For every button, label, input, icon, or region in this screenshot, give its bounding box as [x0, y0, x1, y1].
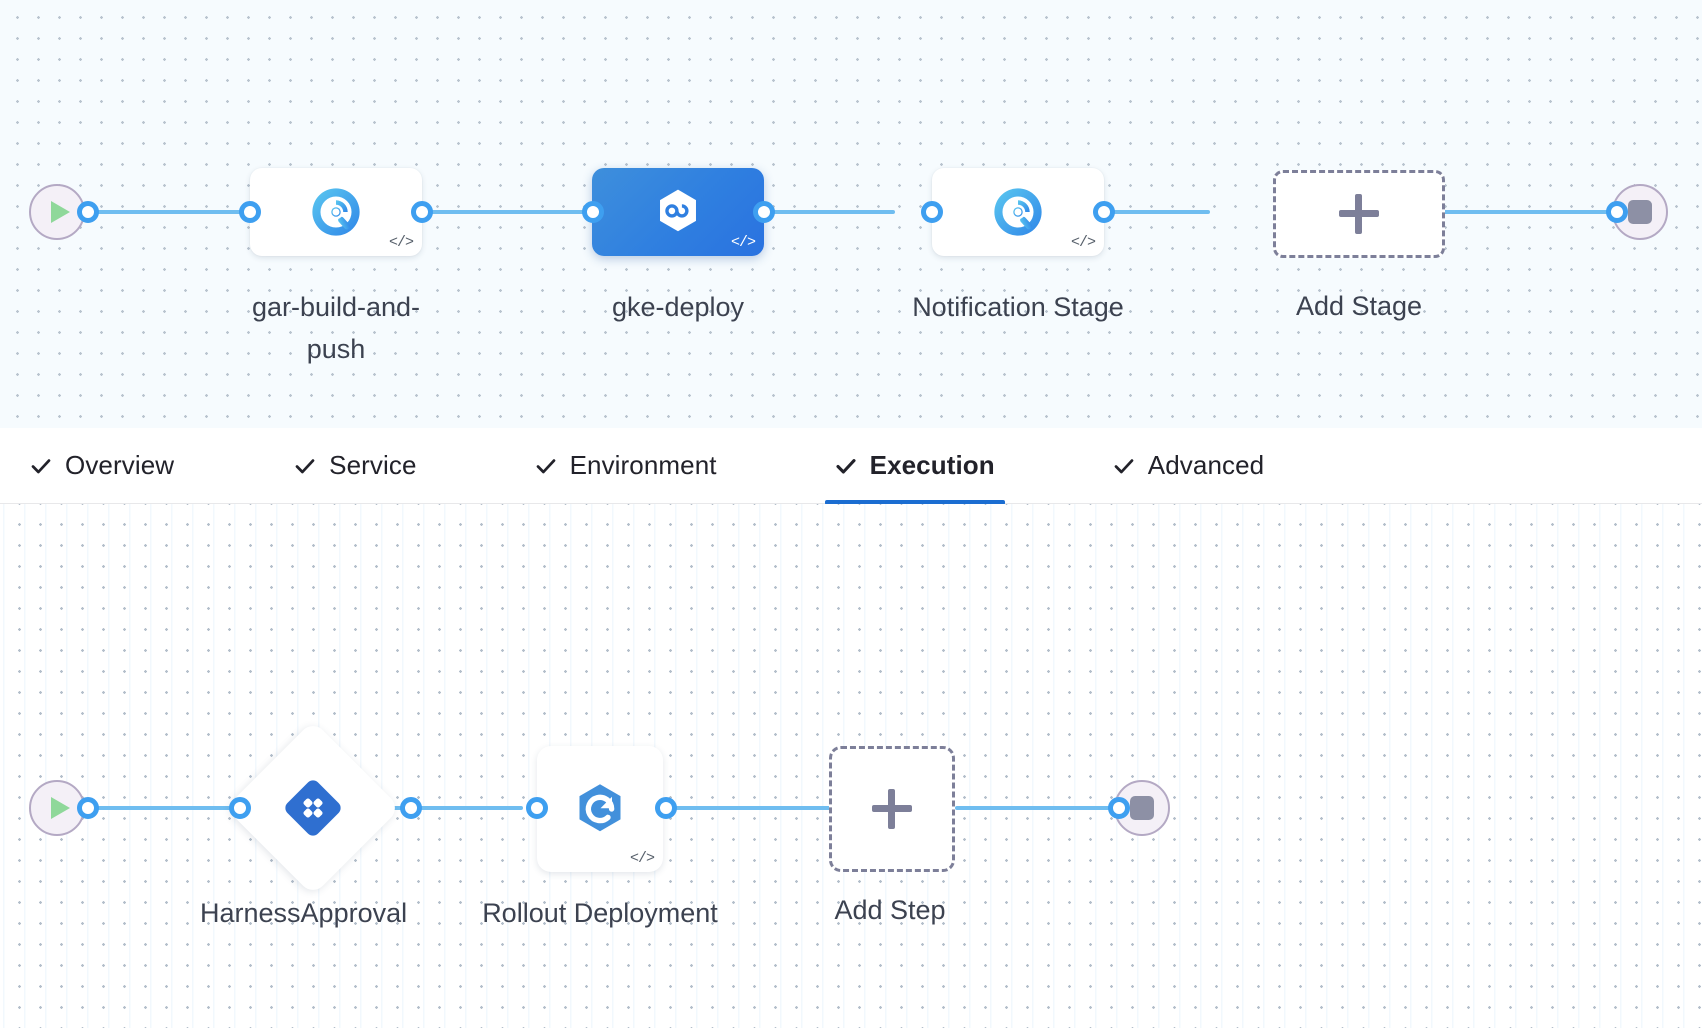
connector-add-to-end	[955, 806, 1125, 810]
add-step-button[interactable]	[829, 746, 955, 872]
connector-add-to-end	[1340, 210, 1615, 214]
stage-label-gke-deploy: gke-deploy	[611, 292, 745, 322]
stage-label-notification-stage: Notification Stage	[912, 292, 1124, 322]
stage-3-input-port[interactable]	[921, 201, 943, 223]
tab-overview[interactable]: Overview	[20, 428, 184, 504]
stage-start-port[interactable]	[77, 201, 99, 223]
step-start-port[interactable]	[77, 797, 99, 819]
step-label-harness-approval: HarnessApproval	[200, 898, 408, 928]
stage-yaml-badge[interactable]: </>	[388, 234, 414, 251]
stage-2-output-port[interactable]	[753, 201, 775, 223]
play-icon	[50, 201, 70, 223]
plus-icon	[872, 789, 912, 829]
stage-1-input-port[interactable]	[239, 201, 261, 223]
connector-start-to-stage-1	[84, 210, 259, 214]
tab-environment[interactable]: Environment	[525, 428, 727, 504]
connector-step-1-to-step-2	[388, 806, 523, 810]
harness-approval-icon	[285, 780, 341, 836]
check-icon	[1113, 455, 1135, 477]
stage-1-output-port[interactable]	[411, 201, 433, 223]
step-start-node[interactable]	[29, 780, 85, 836]
stage-node-gar-build-and-push[interactable]: </>	[250, 168, 422, 256]
check-icon	[294, 455, 316, 477]
play-icon	[50, 797, 70, 819]
harness-ci-build-icon	[994, 188, 1042, 236]
tab-service[interactable]: Service	[284, 428, 426, 504]
connector-stage-3-to-add	[1030, 210, 1210, 214]
tab-label-execution: Execution	[869, 450, 995, 480]
stage-node-gke-deploy[interactable]: </>	[592, 168, 764, 256]
tab-label-advanced: Advanced	[1147, 450, 1265, 480]
add-stage-button[interactable]	[1273, 170, 1445, 258]
step-1-output-port[interactable]	[400, 797, 422, 819]
stage-yaml-badge[interactable]: </>	[730, 234, 756, 251]
harness-ci-build-icon	[312, 188, 360, 236]
tab-label-overview: Overview	[65, 450, 175, 480]
step-2-output-port[interactable]	[655, 797, 677, 819]
step-1-input-port[interactable]	[229, 797, 251, 819]
stage-2-input-port[interactable]	[582, 201, 604, 223]
rollout-deployment-icon	[579, 784, 621, 832]
stop-icon	[1130, 796, 1154, 820]
tab-label-service: Service	[329, 450, 417, 480]
stop-icon	[1628, 200, 1652, 224]
connector-stage-1-to-stage-2	[400, 210, 585, 214]
add-step-label: Add Step	[834, 895, 946, 925]
tab-execution[interactable]: Execution	[824, 428, 1005, 505]
tab-advanced[interactable]: Advanced	[1103, 428, 1274, 504]
stage-node-notification-stage[interactable]: </>	[932, 168, 1104, 256]
execution-graph-canvas[interactable]: HarnessApproval </> Rollout Deployment A…	[0, 504, 1702, 1028]
add-stage-label: Add Stage	[1295, 291, 1423, 321]
check-icon	[30, 455, 52, 477]
stage-start-node[interactable]	[29, 184, 85, 240]
step-end-port[interactable]	[1108, 797, 1130, 819]
step-yaml-badge[interactable]: </>	[629, 850, 655, 867]
step-label-rollout-deployment: Rollout Deployment	[482, 898, 718, 928]
harness-cd-deploy-icon	[660, 189, 696, 232]
stage-end-port[interactable]	[1606, 201, 1628, 223]
stage-graph-canvas[interactable]: </> gar-build-and-push </> gke-deploy	[0, 0, 1702, 428]
connector-start-to-step-1	[84, 806, 239, 810]
step-2-input-port[interactable]	[526, 797, 548, 819]
tab-label-environment: Environment	[569, 450, 717, 480]
stage-label-gar-build-and-push: gar-build-and-push	[251, 292, 421, 364]
connector-stage-2-to-stage-3	[715, 210, 895, 214]
check-icon	[835, 455, 857, 477]
stage-3-output-port[interactable]	[1093, 201, 1115, 223]
plus-icon	[1339, 194, 1379, 234]
check-icon	[535, 455, 557, 477]
stage-setup-tabs: Overview Service Environment Execution A	[0, 428, 1702, 505]
step-node-rollout-deployment[interactable]: </>	[537, 746, 663, 872]
connector-step-2-to-add	[655, 806, 835, 810]
stage-yaml-badge[interactable]: </>	[1070, 234, 1096, 251]
